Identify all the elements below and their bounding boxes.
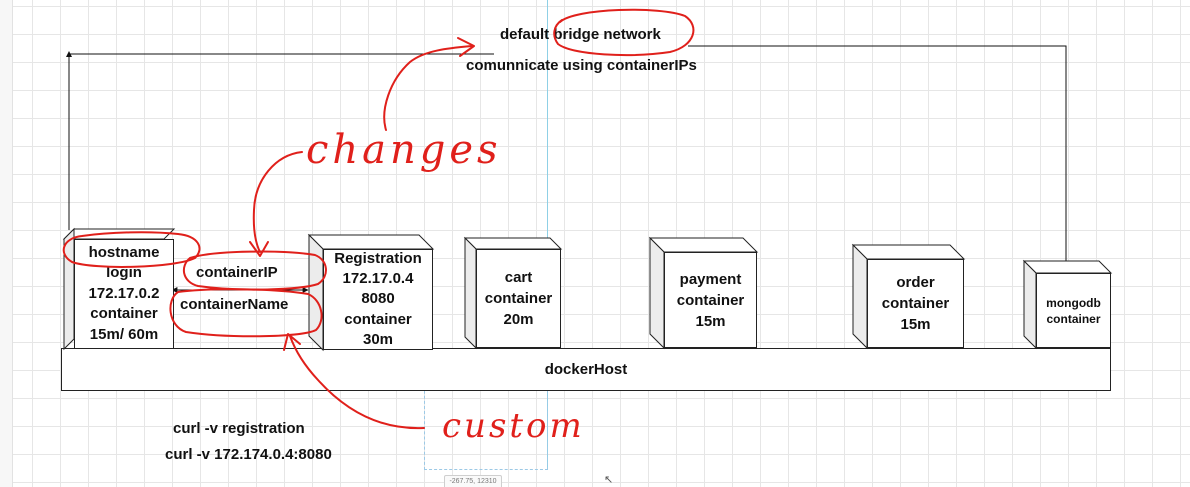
alignment-guide [547,0,548,468]
ink-arrow-from-custom [289,335,425,430]
container-name-label: containerName [180,296,289,313]
ink-arrowhead-ip [249,241,269,257]
annotation-changes: changes [306,127,502,173]
container-payment-type: container [676,291,745,309]
container-mongodb-name: mongodb [1046,295,1101,310]
container-registration-ip: 172.17.0.4 [342,270,414,288]
network-right-line [688,45,1067,262]
container-mongodb-type: container [1046,311,1101,326]
container-order-name: order [896,274,935,291]
ink-arrow-to-ip [252,151,303,253]
ink-arrowhead-name [283,333,301,351]
mouse-cursor-icon: ↖ [604,474,614,486]
box-faces [307,233,435,352]
docker-host-label: dockerHost [544,361,628,378]
container-mongodb[interactable]: mongodb container [1022,259,1113,350]
ink-circle-bridge [553,8,695,57]
box-faces [1022,259,1113,350]
container-registration[interactable]: Registration 172.17.0.4 8080 container 3… [307,233,435,352]
container-cart[interactable]: cart container 20m [463,236,563,350]
container-payment-time: 15m [695,312,726,330]
ink-circle-hostname [62,231,201,268]
container-cart-time: 20m [503,311,534,328]
docker-host[interactable]: dockerHost [61,348,1111,391]
ink-circle-container-ip [182,250,327,291]
box-faces [648,236,759,350]
container-login-hostname: hostname [88,243,160,261]
network-subtitle: comunnicate using containerIPs [466,57,697,74]
container-cart-name: cart [504,269,533,286]
ink-circle-container-name [169,288,323,338]
container-login[interactable]: hostname login 172.17.0.2 container 15m/… [62,227,176,351]
container-login-ip: 172.17.0.2 [88,284,160,302]
container-login-name: login [106,264,142,282]
ink-arrowhead-bridge [457,37,475,57]
container-payment[interactable]: payment container 15m [648,236,759,350]
curl-by-name: curl -v registration [173,420,305,437]
container-ip-label: containerIP [196,264,278,281]
container-front: hostname login 172.17.0.2 container 15m/… [74,239,174,349]
network-title: default bridge network [500,26,661,43]
ink-arrow-to-bridge [383,45,473,131]
container-order-time: 15m [900,316,931,333]
container-order[interactable]: order container 15m [851,243,966,350]
container-front: Registration 172.17.0.4 8080 container 3… [323,249,433,350]
curl-by-ip: curl -v 172.174.0.4:8080 [165,446,332,463]
container-front: cart container 20m [476,249,561,348]
annotation-custom: custom [442,406,585,446]
container-front: payment container 15m [664,252,757,348]
container-payment-name: payment [679,270,742,288]
container-registration-name: Registration [334,249,422,267]
box-faces [463,236,563,350]
coordinates-readout: -267.75, 12310 [444,475,502,487]
container-registration-port: 8080 [361,290,395,308]
container-cart-type: container [484,290,553,307]
container-login-type: container [90,305,158,323]
box-faces [851,243,966,350]
container-front: order container 15m [867,259,964,348]
container-registration-type: container [344,310,412,328]
container-order-type: container [881,295,950,312]
ruler-strip [0,0,13,487]
container-front: mongodb container [1036,273,1111,348]
container-login-time: 15m/ 60m [89,325,159,343]
container-registration-time: 30m [362,330,394,348]
